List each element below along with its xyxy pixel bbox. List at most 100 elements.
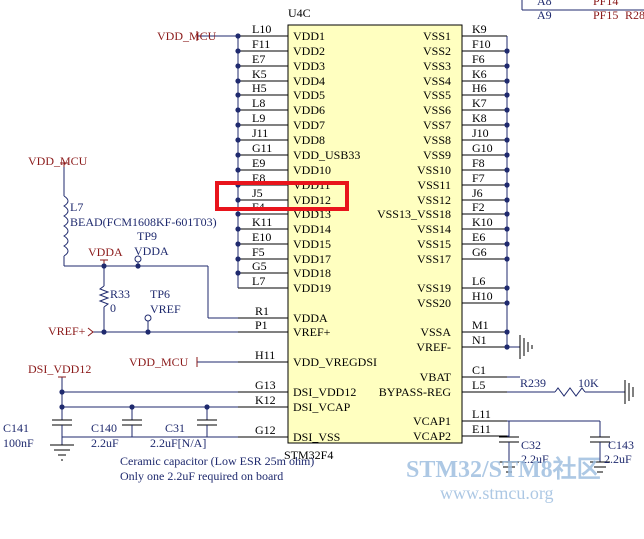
c31-ref: C31 bbox=[165, 421, 185, 435]
c32-value: 2.2uF bbox=[521, 452, 549, 466]
pin-number: L6 bbox=[472, 274, 485, 288]
pin-number: G13 bbox=[255, 378, 276, 392]
c32-ref: C32 bbox=[521, 438, 541, 452]
pin-name: VSS13_VSS18 bbox=[377, 207, 451, 221]
junction-dot bbox=[235, 92, 241, 98]
pin-name: VCAP1 bbox=[413, 414, 451, 428]
pin-number: K11 bbox=[252, 215, 272, 229]
ic-body bbox=[287, 24, 463, 444]
top-right-net-r28: R28 bbox=[625, 8, 644, 22]
pin-number: J11 bbox=[252, 126, 268, 140]
pin-number: K10 bbox=[472, 215, 493, 229]
pin-number: H5 bbox=[252, 81, 267, 95]
net-vdd-mcu-left: VDD_MCU bbox=[28, 154, 88, 168]
pin-name: VSSA bbox=[420, 325, 451, 339]
pin-name: VSS14 bbox=[417, 222, 451, 236]
junction-dot bbox=[504, 152, 510, 158]
junction-dot bbox=[504, 226, 510, 232]
wires bbox=[50, 0, 644, 473]
pin-name: VDDA bbox=[293, 311, 328, 325]
pin-name: DSI_VSS bbox=[293, 430, 340, 444]
pin-name: VDD3 bbox=[293, 59, 325, 73]
junction-dot bbox=[504, 122, 510, 128]
pin-number: K7 bbox=[472, 96, 487, 110]
top-right-net-pf15: PF15 bbox=[593, 8, 618, 22]
pin-number: K5 bbox=[252, 67, 267, 81]
c140-ref: C140 bbox=[91, 421, 117, 435]
pin-name: VDD14 bbox=[293, 222, 331, 236]
net-vdda: VDDA bbox=[88, 245, 123, 259]
pin-name: VDD1 bbox=[293, 29, 325, 43]
pin-name: VCAP2 bbox=[413, 429, 451, 443]
pin-name: VDD12 bbox=[293, 193, 331, 207]
net-vref-plus: VREF+ bbox=[48, 324, 86, 338]
pin-number: J6 bbox=[472, 186, 483, 200]
pin-name: VSS8 bbox=[423, 133, 451, 147]
pin-name: VSS11 bbox=[417, 178, 451, 192]
junction-dot bbox=[504, 256, 510, 262]
junction-dot bbox=[504, 344, 510, 350]
c141-ref: C141 bbox=[3, 421, 29, 435]
junction-dot bbox=[129, 404, 135, 410]
top-right-ref-a9: A9 bbox=[537, 8, 552, 22]
c143-value: 2.2uF bbox=[604, 452, 632, 466]
r33-ref: R33 bbox=[110, 287, 130, 301]
junction-dot bbox=[235, 256, 241, 262]
pin-name: DSI_VDD12 bbox=[293, 385, 356, 399]
pin-number: E10 bbox=[252, 230, 271, 244]
pin-number: R1 bbox=[255, 304, 269, 318]
net-dsi-vdd12: DSI_VDD12 bbox=[28, 362, 91, 376]
junction-dot bbox=[504, 182, 510, 188]
pin-number: E7 bbox=[252, 52, 265, 66]
junction-dot bbox=[235, 107, 241, 113]
junction-dot bbox=[235, 211, 241, 217]
pin-name: VDD17 bbox=[293, 252, 331, 266]
junction-dot bbox=[504, 92, 510, 98]
pin-name: VDD8 bbox=[293, 133, 325, 147]
pin-number: F2 bbox=[472, 200, 485, 214]
c140-value: 2.2uF bbox=[91, 436, 119, 450]
note-line-2: Only one 2.2uF required on board bbox=[120, 469, 283, 483]
pin-number: J10 bbox=[472, 126, 489, 140]
pin-name: VDD_VREGDSI bbox=[293, 355, 377, 369]
pin-number: F5 bbox=[252, 245, 265, 259]
junction-dot bbox=[504, 107, 510, 113]
junction-dot bbox=[235, 152, 241, 158]
pin-name: VDD7 bbox=[293, 118, 325, 132]
junction-dot bbox=[235, 78, 241, 84]
junction-dot bbox=[145, 329, 151, 335]
pin-number: K12 bbox=[255, 393, 276, 407]
pin-number: F7 bbox=[472, 171, 485, 185]
pin-number: L11 bbox=[472, 407, 491, 421]
pin-number: M1 bbox=[472, 318, 489, 332]
watermark-title: STM32/STM8社区 bbox=[406, 455, 601, 483]
pin-number: L5 bbox=[472, 378, 485, 392]
pin-number: F6 bbox=[472, 52, 485, 66]
pin-name: VSS7 bbox=[423, 118, 451, 132]
pin-number: G5 bbox=[252, 259, 267, 273]
junction-dot bbox=[235, 63, 241, 69]
pin-number: L9 bbox=[252, 111, 265, 125]
pin-name: VSS9 bbox=[423, 148, 451, 162]
pin-name: VDD6 bbox=[293, 103, 325, 117]
pin-name: VDD5 bbox=[293, 88, 325, 102]
pin-name: VBAT bbox=[420, 370, 452, 384]
pin-number: L7 bbox=[252, 274, 265, 288]
junction-dot bbox=[504, 48, 510, 54]
pin-name: VDD15 bbox=[293, 237, 331, 251]
pin-number: E6 bbox=[472, 230, 485, 244]
pin-name: VDD4 bbox=[293, 74, 325, 88]
pin-number: E9 bbox=[252, 156, 265, 170]
net-vdd-mcu-top: VDD_MCU bbox=[157, 29, 217, 43]
c141-value: 100nF bbox=[3, 436, 34, 450]
pin-name: VDD18 bbox=[293, 266, 331, 280]
pin-name: VSS15 bbox=[417, 237, 451, 251]
junction-dot bbox=[101, 263, 107, 269]
pin-name: VDD_USB33 bbox=[293, 148, 360, 162]
pin-number: K9 bbox=[472, 22, 487, 36]
pin-number: G12 bbox=[255, 423, 276, 437]
pin-number: E11 bbox=[472, 422, 491, 436]
pin-number: F10 bbox=[472, 37, 491, 51]
